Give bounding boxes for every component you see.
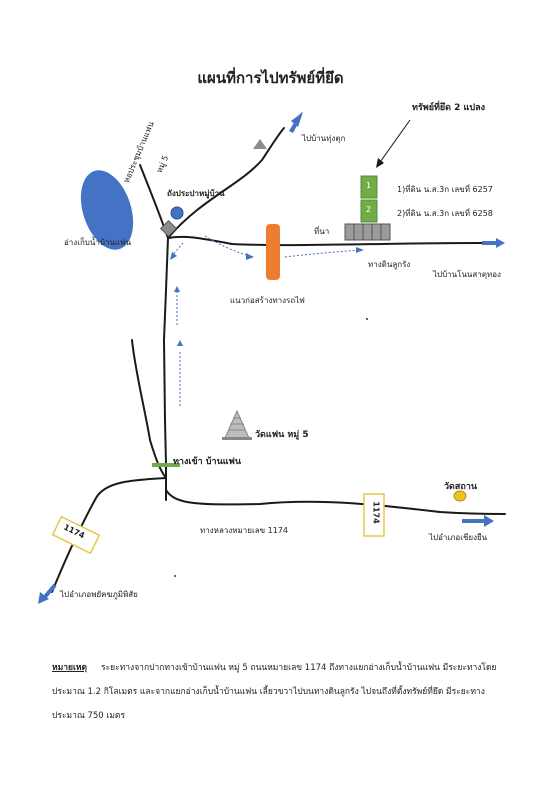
temple-icon [222, 409, 252, 440]
asset-header: ทรัพย์ที่ยึด 2 แปลง [412, 103, 485, 113]
road-to-thung-kuk [167, 127, 285, 239]
water-tank-icon [170, 206, 184, 220]
dotted-arrow-heads [170, 247, 364, 346]
fence-post [344, 223, 355, 241]
road-dirt-laterite [167, 235, 483, 247]
arrow-head [291, 112, 303, 127]
road-1174-west [51, 477, 167, 593]
arrow-head [484, 515, 494, 527]
label-highway: ทางหลวงหมายเลข 1174 [200, 526, 288, 535]
arrow-to-nong-sa [482, 241, 496, 245]
route-1174-right-box [363, 493, 385, 537]
label-reservoir: อ่างเก็บน้ำบ้านแฟน [64, 238, 132, 247]
fence-post [362, 223, 373, 241]
route-dotted-arrows [169, 235, 361, 406]
roads [51, 127, 506, 593]
arrow-head [38, 592, 49, 604]
route-1174-left-box [51, 515, 101, 555]
asset-pointer-head [376, 158, 384, 168]
arrow-to-phayakkhaphum [42, 583, 57, 600]
plot-2-label: 2)ที่ดิน น.ส.3ก เลขที่ 6258 [397, 209, 493, 218]
plot-2-box [360, 199, 378, 223]
label-worship-place: วัดสถาน [444, 482, 478, 492]
fence-post [371, 223, 382, 241]
dotted-arrow-east-2 [284, 249, 361, 258]
arrow-head [496, 238, 505, 248]
label-water-tank: ถังประปาหมู่บ้าน [167, 189, 225, 198]
label-temple-fan: วัดแฟน หมู่ 5 [255, 430, 309, 440]
village-hall-icon [160, 220, 177, 237]
label-entrance: ทางเข้า บ้านแฟน [173, 457, 242, 467]
road-main-north-south [162, 237, 169, 501]
label-dirt-road: ทางดินลูกรัง [368, 260, 411, 269]
legend-header: หมายเหตุ [52, 663, 87, 673]
worship-place-dot [453, 490, 467, 502]
legend-note: หมายเหตุระยะทางจากปากทางเข้าบ้านแฟน หมู่… [52, 656, 502, 728]
arrow-to-chiang-yuen [462, 519, 484, 523]
direction-arrows [38, 112, 505, 604]
label-to-phayakkhaphum: ไปอำเภอพยัคฆภูมิพิสัย [60, 590, 138, 599]
label-to-nong-sa: ไปบ้านโนนสาตุทอง [433, 270, 501, 279]
road-west-loop [131, 339, 167, 479]
railway-bar [266, 224, 280, 280]
legend-text: ระยะทางจากปากทางเข้าบ้านแฟน หมู่ 5 ถนนหม… [52, 663, 497, 721]
plot-2-number: 2 [366, 205, 372, 214]
plot-1-number: 1 [366, 181, 372, 190]
label-to-thung-kuk: ไปบ้านทุ่งตุก [302, 134, 346, 143]
page-title: แผนที่การไปทรัพย์ที่ยึด [197, 69, 344, 87]
label-rice-field: ที่นา [314, 227, 330, 236]
asset-pointer-line [377, 119, 411, 166]
entrance-marker [152, 463, 180, 467]
road-1174-east [165, 489, 506, 515]
hill-icon [253, 139, 267, 149]
label-to-chiang-yuen: ไปอำเภอเชียงยืน [429, 533, 488, 542]
plot-1-label: 1)ที่ดิน น.ส.3ก เลขที่ 6257 [397, 185, 493, 194]
route-1174-right-text: 1174 [371, 501, 381, 524]
plot-fence [344, 223, 391, 241]
dotted-arrow-east-1 [204, 235, 251, 257]
fence-post [353, 223, 364, 241]
label-railway: แนวก่อสร้างทางรถไฟ [230, 296, 305, 305]
reservoir-shape [80, 170, 134, 250]
plot-1-box [360, 175, 378, 199]
fence-post [380, 223, 391, 241]
